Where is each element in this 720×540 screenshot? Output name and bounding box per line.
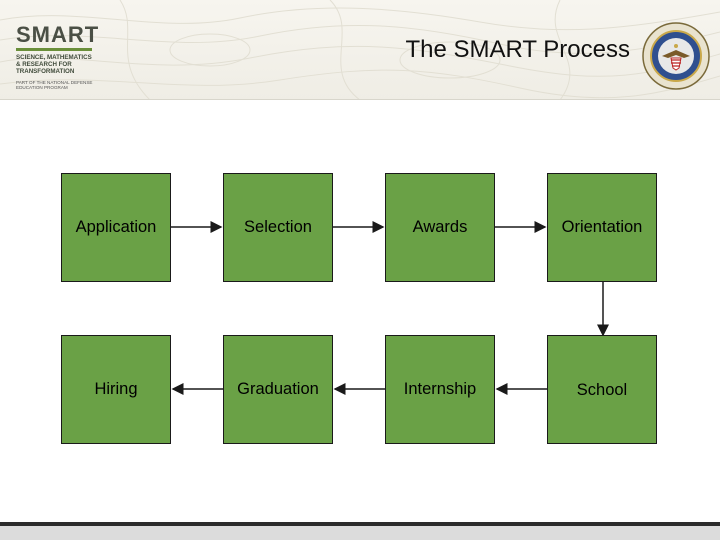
- slide-title: The SMART Process: [405, 36, 630, 63]
- step-box-awards: [385, 173, 495, 282]
- step-box-graduation: [223, 335, 333, 444]
- slide-header: SMART SCIENCE, MATHEMATICS & RESEARCH FO…: [0, 0, 720, 100]
- smart-logo: SMART SCIENCE, MATHEMATICS & RESEARCH FO…: [14, 22, 100, 94]
- footer-bar: [0, 522, 720, 526]
- step-box-internship: [385, 335, 495, 444]
- step-box-hiring: [61, 335, 171, 444]
- step-box-school: [547, 335, 657, 444]
- logo-wordmark: SMART: [16, 22, 100, 47]
- step-label-school: School: [576, 381, 628, 399]
- step-label-selection: Selection: [244, 218, 312, 236]
- step-label-hiring: Hiring: [94, 380, 138, 398]
- logo-program-text: PART OF THE NATIONAL DEFENSE EDUCATION P…: [16, 80, 93, 91]
- header-rule: [0, 99, 720, 100]
- logo-subtitle: SCIENCE, MATHEMATICS & RESEARCH FOR TRAN…: [16, 54, 92, 75]
- department-of-defense-seal-icon: [642, 22, 710, 90]
- logo-accent-bar: [16, 48, 92, 51]
- step-label-graduation: Graduation: [237, 380, 319, 398]
- step-label-orientation: Orientation: [561, 218, 643, 236]
- step-label-application: Application: [75, 218, 157, 236]
- step-box-orientation: [547, 173, 657, 282]
- step-label-awards: Awards: [412, 218, 468, 236]
- topographic-background: [0, 0, 720, 100]
- step-box-selection: [223, 173, 333, 282]
- step-label-internship: Internship: [403, 380, 477, 398]
- step-box-application: [61, 173, 171, 282]
- footer-strip: [0, 526, 720, 540]
